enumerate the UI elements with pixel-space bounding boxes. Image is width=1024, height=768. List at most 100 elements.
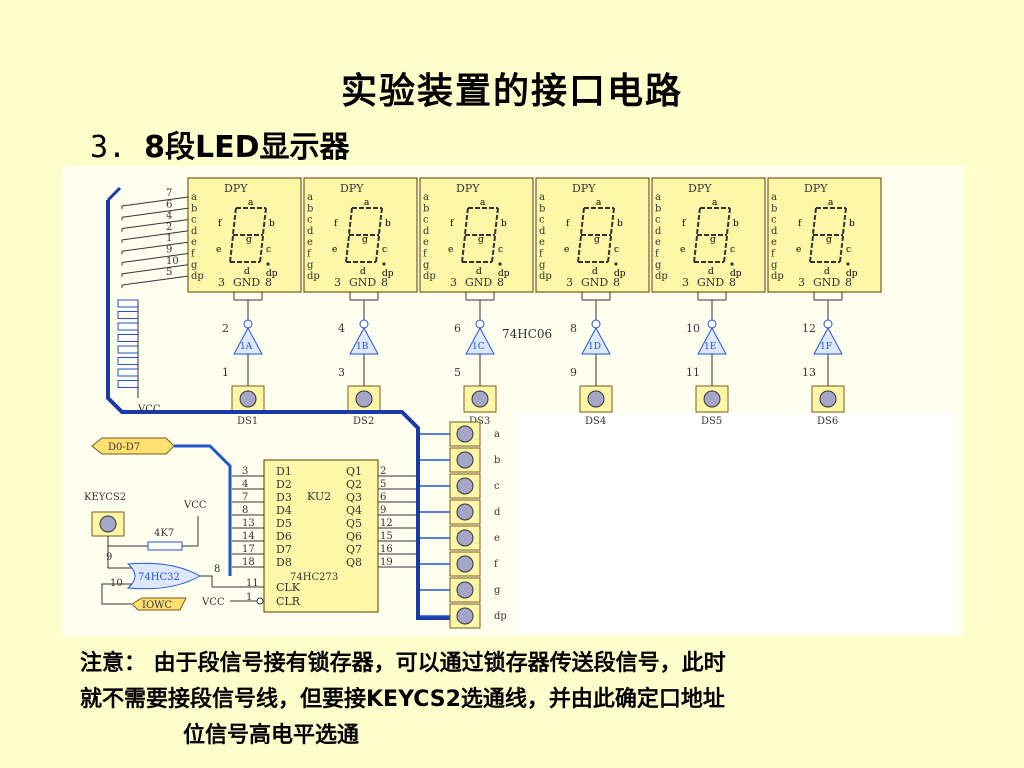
inverter-in-pin: 11 [686, 366, 700, 379]
seg-f-label: f [334, 219, 338, 229]
data-bus-label: D0-D7 [108, 442, 140, 453]
seg-dp-label: dp [382, 269, 394, 279]
seg-a-label: a [480, 198, 486, 208]
latch-output: Q3 [346, 491, 362, 504]
ds-terminal [355, 390, 373, 408]
dp-dot [614, 262, 618, 266]
clr-pin: 1 [246, 592, 252, 603]
latch-input-pin: 13 [242, 518, 255, 529]
digit-segment [726, 207, 731, 235]
pullup-resistor [117, 334, 139, 342]
seg-e-label: e [680, 245, 685, 255]
seg-output-label: b [494, 455, 500, 466]
left-pin-number: 6 [166, 199, 172, 210]
segment-wire [121, 230, 189, 241]
latch-chip: 74HC273 [290, 572, 338, 583]
seg-c-label: c [846, 245, 851, 255]
seg-a-label: a [248, 198, 254, 208]
gate-label: 1D [588, 342, 601, 352]
seg-b-label: b [849, 219, 855, 229]
gate-label: 1F [820, 342, 832, 352]
latch-input: D1 [276, 465, 292, 478]
gate-label: 1B [356, 342, 369, 352]
seg-a-label: a [828, 198, 834, 208]
pin8-label: 8 [613, 276, 620, 289]
clk-label: CLK [276, 581, 301, 594]
digit-segment [491, 235, 496, 263]
seg-g-label: g [826, 235, 832, 245]
latch-input: D2 [276, 478, 292, 491]
segment-letter: g [307, 260, 314, 271]
segment-letter: e [771, 237, 777, 248]
segment-letter: g [191, 260, 198, 271]
pullup-resistor [117, 357, 139, 365]
segment-letter: a [191, 192, 197, 203]
seg-b-label: b [385, 219, 391, 229]
digit-segment [812, 207, 817, 235]
seg-f-label: f [218, 219, 222, 229]
left-pin-number: 2 [166, 222, 172, 233]
inverter-in-pin: 9 [570, 366, 577, 379]
seg-e-label: e [796, 245, 801, 255]
digit-segment [723, 235, 728, 263]
gnd-label: GND [349, 276, 376, 289]
seg-terminal [456, 555, 474, 573]
seg-terminal [456, 503, 474, 521]
digit-segment [348, 207, 353, 235]
pullup-4k7 [147, 541, 183, 551]
seg-dp-label: dp [614, 269, 626, 279]
latch-output-pin: 5 [380, 479, 386, 490]
latch-input-pin: 3 [242, 466, 248, 477]
seg-g-label: g [246, 235, 252, 245]
pullup-resistor [117, 299, 139, 308]
digit-segment [464, 207, 469, 235]
seg-b-label: b [617, 219, 623, 229]
seg-e-label: e [216, 245, 221, 255]
segment-letter: e [307, 237, 313, 248]
seg-b-label: b [501, 219, 507, 229]
digit-segment [229, 235, 234, 263]
seg-f-label: f [450, 219, 454, 229]
ds-label: DS5 [701, 416, 722, 427]
segment-letter: a [539, 192, 545, 203]
latch-output: Q7 [346, 543, 362, 556]
gnd-label: GND [233, 276, 260, 289]
segment-letter: c [539, 215, 545, 226]
segment-letter: f [539, 249, 544, 260]
subtitle-text: 8段LED显示器 [144, 130, 350, 165]
seg-output-label: c [494, 481, 500, 492]
seg-c-label: c [266, 245, 271, 255]
segment-letter: dp [655, 271, 668, 282]
latch-output-pin: 19 [380, 557, 393, 568]
segment-letter: g [655, 260, 662, 271]
iowc-tag [131, 597, 187, 611]
pin3-label: 3 [682, 276, 689, 289]
left-pin-number: 5 [166, 267, 172, 278]
seg-dp-label: dp [730, 269, 742, 279]
digit-segment [232, 207, 237, 235]
seg-e-label: e [564, 245, 569, 255]
note-line-3: 位信号高电平选通 [183, 723, 360, 748]
latch-input: D4 [276, 504, 292, 517]
seg-c-label: c [614, 245, 619, 255]
pin3-label: 3 [334, 276, 341, 289]
ds-label: DS1 [237, 416, 258, 427]
seg-terminal [456, 529, 474, 547]
clk-pin: 11 [246, 578, 259, 589]
digit-segment [378, 207, 383, 235]
segment-letter: g [423, 260, 430, 271]
seg-a-label: a [712, 198, 718, 208]
segment-letter: d [771, 226, 778, 237]
segment-wire [121, 275, 189, 286]
dp-dot [382, 262, 386, 266]
bus-top [106, 186, 122, 202]
seg-a-label: a [364, 198, 370, 208]
seg-d-label: d [824, 267, 830, 277]
or-pin-out: 8 [214, 564, 220, 575]
seg-c-label: c [498, 245, 503, 255]
pullup-resistor [117, 345, 139, 354]
seg-e-label: e [448, 245, 453, 255]
segment-letter: d [539, 226, 546, 237]
